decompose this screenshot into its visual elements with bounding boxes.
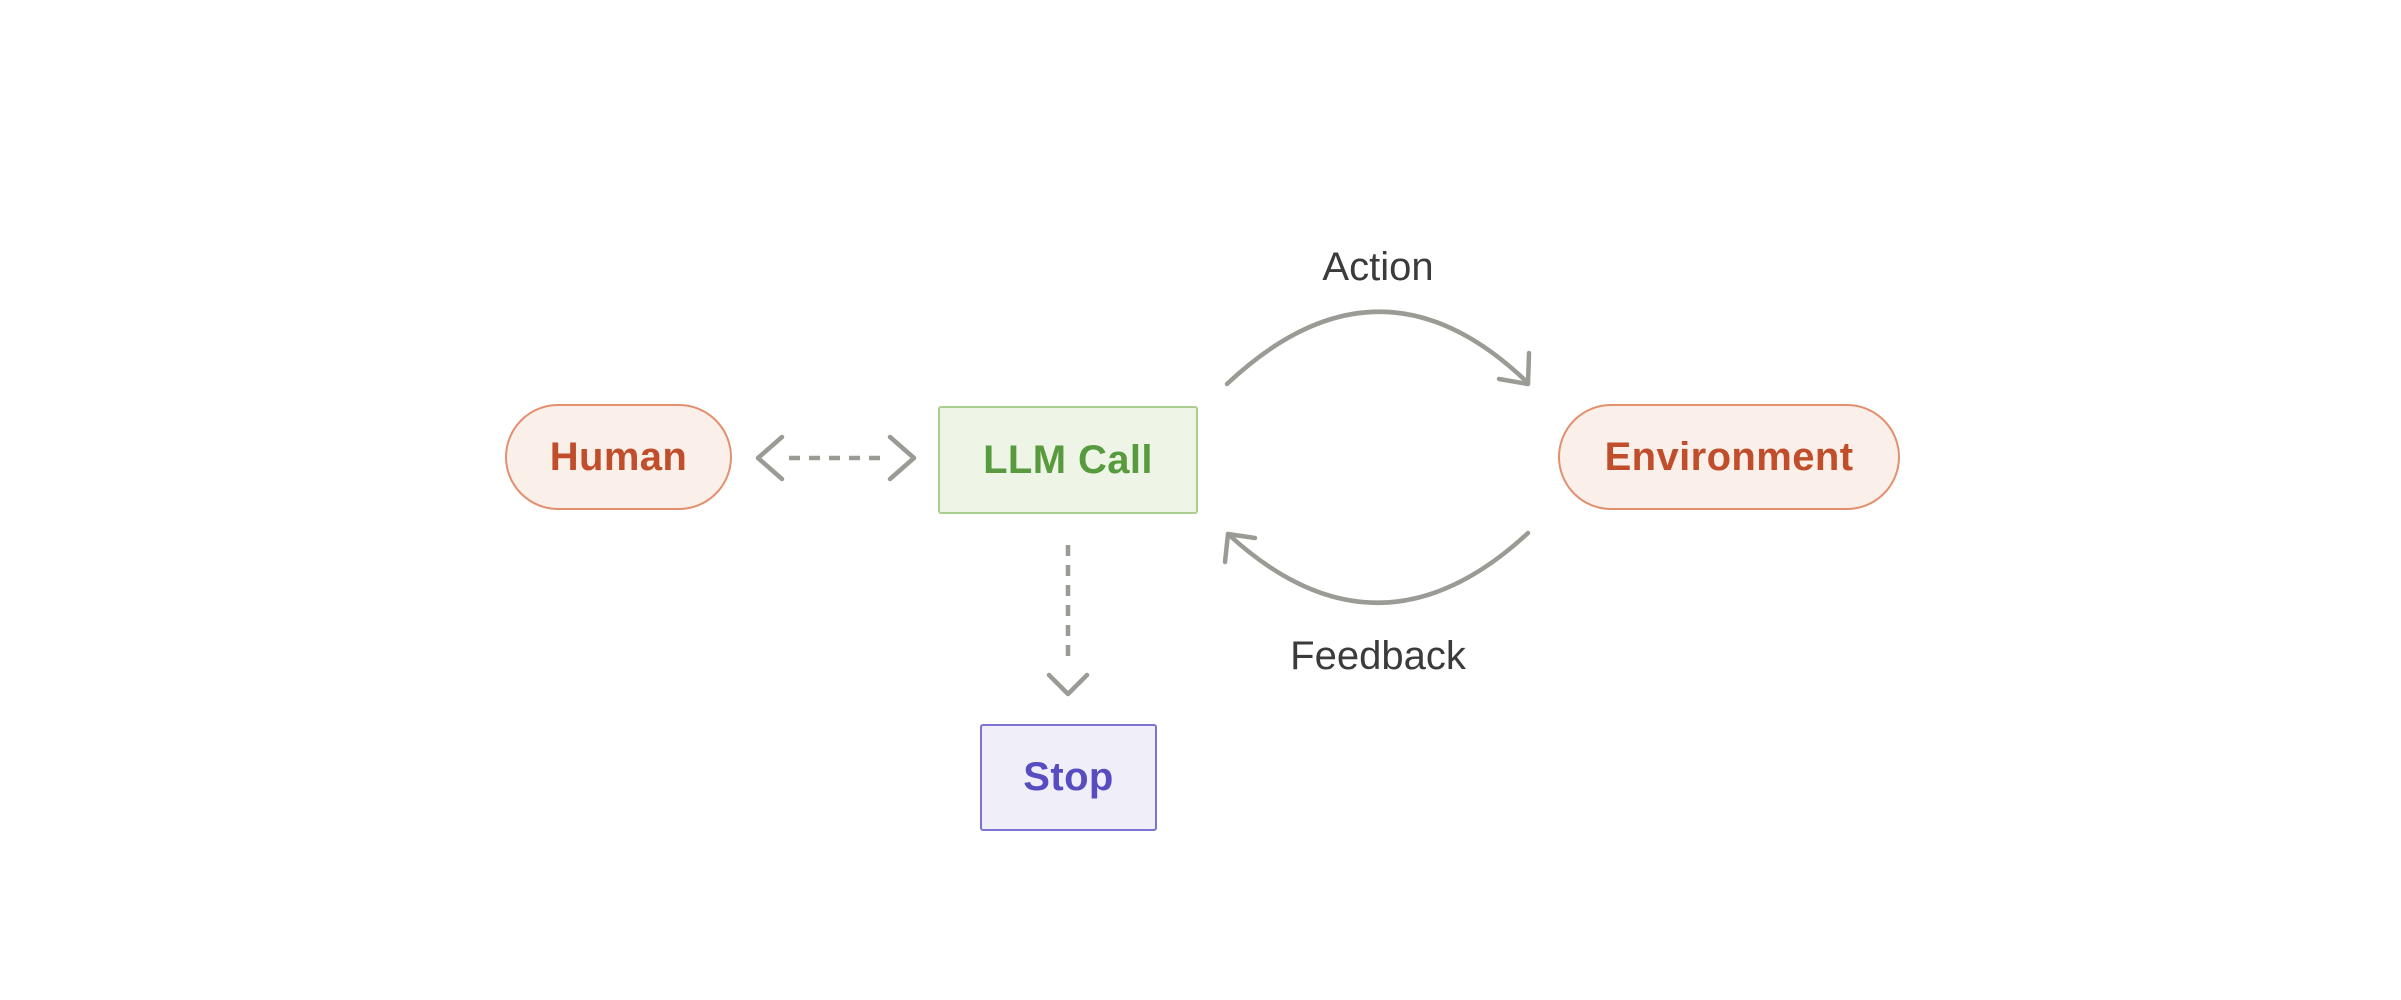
feedback-arrow-curve (1225, 530, 1531, 605)
edge-label-action: Action (1322, 245, 1434, 289)
node-environment: Environment (1558, 404, 1900, 510)
llm-stop-dashed-arrow (1046, 545, 1090, 697)
action-arrowhead-icon (1496, 350, 1532, 387)
node-llm-call-label: LLM Call (983, 437, 1153, 482)
right-chevron-arrowhead-icon (887, 434, 917, 482)
action-arrow (1224, 309, 1532, 387)
feedback-arrow (1222, 530, 1531, 605)
human-llm-dashed-arrow (755, 434, 917, 482)
node-human-label: Human (549, 434, 688, 479)
node-stop-label: Stop (1023, 755, 1114, 799)
edge-label-feedback: Feedback (1290, 634, 1466, 678)
feedback-arrowhead-icon (1222, 531, 1258, 565)
left-chevron-arrowhead-icon (755, 434, 785, 482)
action-arrow-curve (1224, 309, 1531, 387)
node-stop: Stop (980, 724, 1157, 831)
node-environment-label: Environment (1604, 434, 1854, 479)
down-chevron-arrowhead-icon (1046, 672, 1090, 697)
node-llm-call: LLM Call (938, 406, 1198, 514)
node-human: Human (505, 404, 732, 510)
